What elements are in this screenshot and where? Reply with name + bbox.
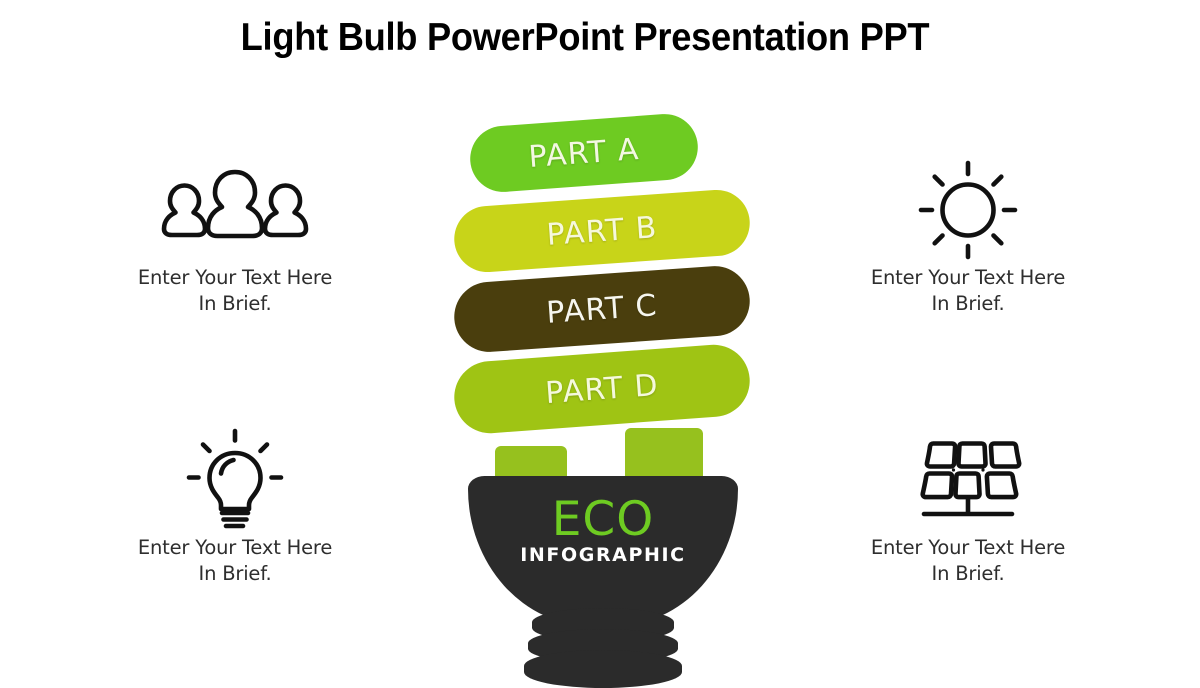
feature-top-left: Enter Your Text Here In Brief. [85,155,385,317]
bulb-bar-label: PART A [527,131,641,175]
bulb-bar-part-c[interactable]: PART C [451,263,753,355]
bulb-bar-part-d[interactable]: PART D [451,342,753,436]
solar-panel-icon [818,425,1118,535]
feature-caption: Enter Your Text Here In Brief. [870,266,1066,315]
feature-top-right: Enter Your Text Here In Brief. [818,155,1118,317]
bulb-bar-label: PART D [544,367,660,411]
bulb-bar-part-a[interactable]: PART A [467,111,701,195]
feature-caption: Enter Your Text Here In Brief. [137,536,333,585]
bulb-bar-label: PART B [545,209,659,253]
page-title: Light Bulb PowerPoint Presentation PPT [240,16,930,59]
sun-icon [818,155,1118,265]
bulb-tube-leg-right [625,428,703,482]
bulb-cap [468,476,738,626]
light-bulb-icon [85,425,385,535]
bulb-screw-segment [524,650,682,688]
feature-caption: Enter Your Text Here In Brief. [870,536,1066,585]
feature-bottom-left: Enter Your Text Here In Brief. [85,425,385,587]
bulb-bar-part-b[interactable]: PART B [452,187,752,275]
bulb-bar-label: PART C [545,287,659,331]
feature-caption: Enter Your Text Here In Brief. [137,266,333,315]
group-people-icon [85,155,385,265]
light-bulb-infographic: PART A PART B PART C PART D ECO INFOGRAP… [440,110,770,688]
feature-bottom-right: Enter Your Text Here In Brief. [818,425,1118,587]
